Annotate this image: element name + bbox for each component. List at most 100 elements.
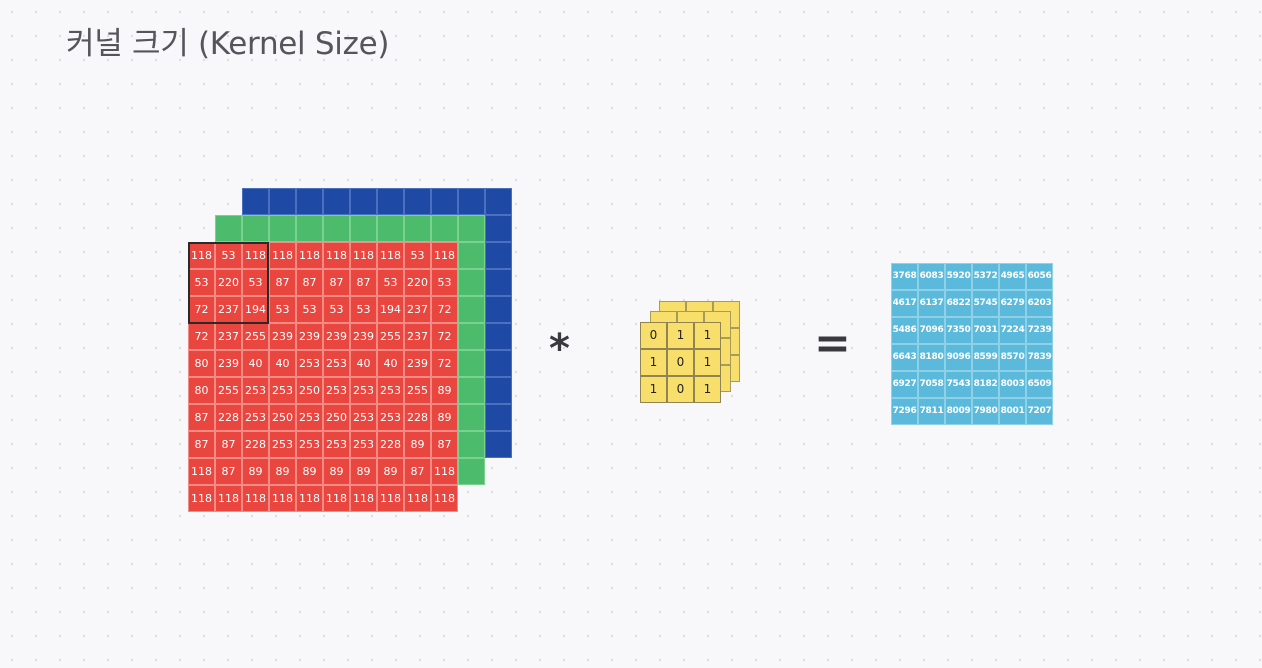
- output-cell: 8009: [945, 398, 972, 425]
- output-cell: 7543: [945, 371, 972, 398]
- red-channel-cell: 237: [215, 323, 242, 350]
- blue-channel-cell: [485, 296, 512, 323]
- green-channel-cell: [458, 296, 485, 323]
- green-channel-cell: [215, 215, 242, 242]
- red-channel-cell: 118: [323, 485, 350, 512]
- red-channel-cell: 239: [269, 323, 296, 350]
- blue-channel-cell: [485, 404, 512, 431]
- output-cell: 6083: [918, 263, 945, 290]
- red-channel-cell: 53: [296, 296, 323, 323]
- output-cell: 6643: [891, 344, 918, 371]
- red-channel-cell: 118: [296, 485, 323, 512]
- red-channel-cell: 118: [350, 242, 377, 269]
- kernel-cell: 1: [640, 376, 667, 403]
- red-channel-cell: 194: [377, 296, 404, 323]
- kernel-cell: 0: [667, 376, 694, 403]
- red-channel-cell: 253: [269, 431, 296, 458]
- red-channel-cell: 80: [188, 350, 215, 377]
- red-channel-cell: 253: [296, 404, 323, 431]
- red-channel-cell: 87: [215, 431, 242, 458]
- blue-channel-cell: [485, 269, 512, 296]
- red-channel-cell: 250: [323, 404, 350, 431]
- blue-channel-cell: [242, 188, 269, 215]
- page-title: 커널 크기 (Kernel Size): [66, 26, 390, 62]
- green-channel-cell: [458, 323, 485, 350]
- output-cell: 4965: [999, 263, 1026, 290]
- red-channel-cell: 239: [350, 323, 377, 350]
- blue-channel-cell: [458, 188, 485, 215]
- red-channel-cell: 118: [377, 485, 404, 512]
- red-channel-cell: 118: [242, 485, 269, 512]
- red-channel-cell: 89: [296, 458, 323, 485]
- red-channel-cell: 40: [377, 350, 404, 377]
- red-channel-cell: 237: [404, 296, 431, 323]
- red-channel-cell: 250: [269, 404, 296, 431]
- red-channel-cell: 89: [323, 458, 350, 485]
- kernel-cell: 0: [640, 322, 667, 349]
- green-channel-cell: [296, 215, 323, 242]
- kernel-cell: 1: [694, 322, 721, 349]
- red-channel-cell: 228: [404, 404, 431, 431]
- red-channel-cell: 239: [296, 323, 323, 350]
- red-channel-cell: 89: [269, 458, 296, 485]
- red-channel-cell: 72: [431, 296, 458, 323]
- red-channel-cell: 118: [188, 458, 215, 485]
- kernel-cell: 1: [694, 376, 721, 403]
- output-cell: 8001: [999, 398, 1026, 425]
- red-channel-cell: 253: [323, 350, 350, 377]
- red-channel-cell: 87: [350, 269, 377, 296]
- output-cell: 9096: [945, 344, 972, 371]
- red-channel-cell: 255: [215, 377, 242, 404]
- red-channel-cell: 253: [296, 350, 323, 377]
- green-channel-cell: [458, 242, 485, 269]
- red-channel-cell: 228: [377, 431, 404, 458]
- red-channel-cell: 87: [404, 458, 431, 485]
- output-cell: 3768: [891, 263, 918, 290]
- equals-operator: =: [814, 318, 851, 369]
- red-channel-cell: 53: [377, 269, 404, 296]
- red-channel-cell: 255: [404, 377, 431, 404]
- output-cell: 8003: [999, 371, 1026, 398]
- output-cell: 8570: [999, 344, 1026, 371]
- red-channel-cell: 253: [269, 377, 296, 404]
- output-cell: 7350: [945, 317, 972, 344]
- green-channel-cell: [458, 215, 485, 242]
- output-cell: 6822: [945, 290, 972, 317]
- green-channel-cell: [269, 215, 296, 242]
- output-cell: 6279: [999, 290, 1026, 317]
- red-channel-cell: 253: [323, 431, 350, 458]
- output-cell: 7980: [972, 398, 999, 425]
- blue-channel-cell: [350, 188, 377, 215]
- output-cell: 7031: [972, 317, 999, 344]
- green-channel-cell: [404, 215, 431, 242]
- kernel-cell: 1: [667, 322, 694, 349]
- blue-channel-cell: [485, 215, 512, 242]
- red-channel-cell: 53: [404, 242, 431, 269]
- red-channel-cell: 53: [323, 296, 350, 323]
- output-cell: 6203: [1026, 290, 1053, 317]
- red-channel-cell: 239: [404, 350, 431, 377]
- red-channel-cell: 87: [431, 431, 458, 458]
- red-channel-cell: 194: [242, 296, 269, 323]
- output-cell: 5372: [972, 263, 999, 290]
- red-channel-cell: 72: [188, 296, 215, 323]
- red-channel-cell: 89: [377, 458, 404, 485]
- blue-channel-cell: [269, 188, 296, 215]
- green-channel-cell: [458, 431, 485, 458]
- red-channel-cell: 118: [269, 242, 296, 269]
- red-channel-cell: 87: [323, 269, 350, 296]
- red-channel-cell: 89: [431, 404, 458, 431]
- output-cell: 6927: [891, 371, 918, 398]
- red-channel-cell: 253: [350, 377, 377, 404]
- red-channel-cell: 118: [404, 485, 431, 512]
- kernel-cell: 0: [667, 349, 694, 376]
- red-channel-cell: 253: [242, 404, 269, 431]
- blue-channel-cell: [485, 188, 512, 215]
- red-channel-cell: 87: [269, 269, 296, 296]
- kernel-window-highlight: [188, 242, 269, 324]
- red-channel-cell: 118: [269, 485, 296, 512]
- blue-channel-cell: [485, 350, 512, 377]
- kernel-cell: 1: [694, 349, 721, 376]
